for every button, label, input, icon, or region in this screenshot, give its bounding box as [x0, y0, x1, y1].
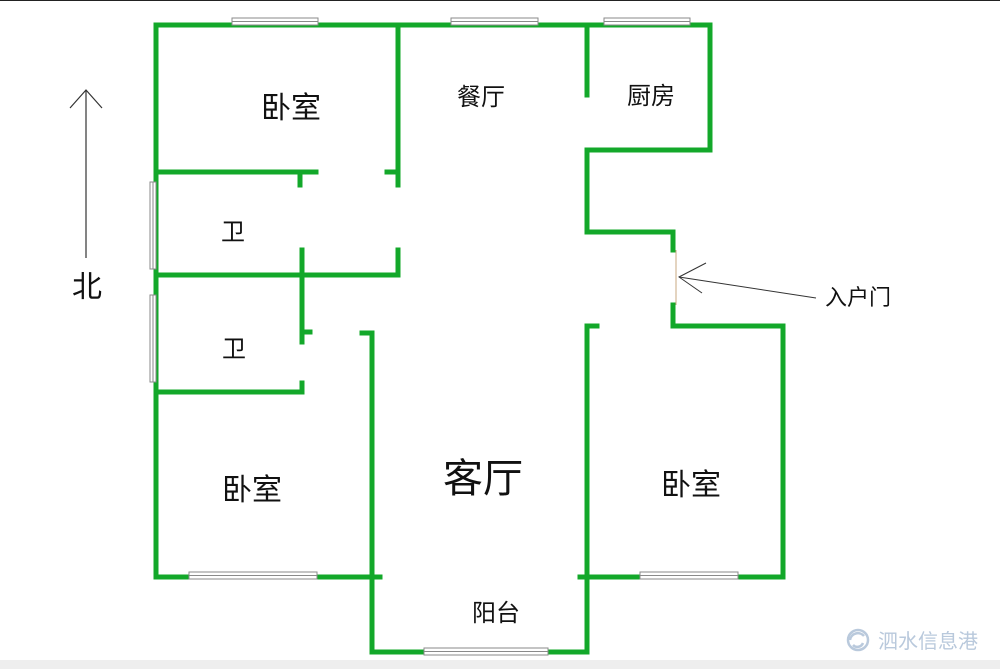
- windows: [149, 17, 739, 656]
- room-label-bath-lower: 卫: [222, 335, 246, 363]
- room-label-bedroom-nw: 卧室: [261, 91, 321, 126]
- window-south-balcony: [423, 647, 549, 656]
- window-west-bath-lower: [149, 294, 157, 383]
- room-label-balcony: 阳台: [472, 599, 520, 627]
- walls: [153, 22, 786, 655]
- room-label-bath-upper: 卫: [221, 218, 245, 246]
- north-arrow-icon: [69, 89, 103, 258]
- room-label-living: 客厅: [443, 456, 523, 502]
- entrance-label: 入户门: [825, 286, 891, 311]
- room-label-kitchen: 厨房: [627, 82, 675, 110]
- watermark-text: 泗水信息港: [878, 629, 978, 653]
- window-north-kitchen: [603, 17, 691, 26]
- window-west-bath-upper: [149, 181, 157, 270]
- swirl-logo-icon: [846, 628, 870, 652]
- room-label-dining: 餐厅: [457, 83, 505, 111]
- window-north-bedroom: [231, 17, 319, 26]
- bottom-strip: [0, 660, 1000, 669]
- room-label-bedroom-sw: 卧室: [222, 473, 282, 508]
- window-south-bedroom-sw: [188, 571, 318, 580]
- window-north-dining: [450, 17, 539, 26]
- room-label-bedroom-se: 卧室: [661, 468, 721, 503]
- window-south-bedroom-se: [639, 571, 739, 580]
- north-label: 北: [72, 270, 102, 305]
- watermark: 泗水信息港: [846, 628, 978, 653]
- entrance-arrow-icon: [678, 262, 817, 299]
